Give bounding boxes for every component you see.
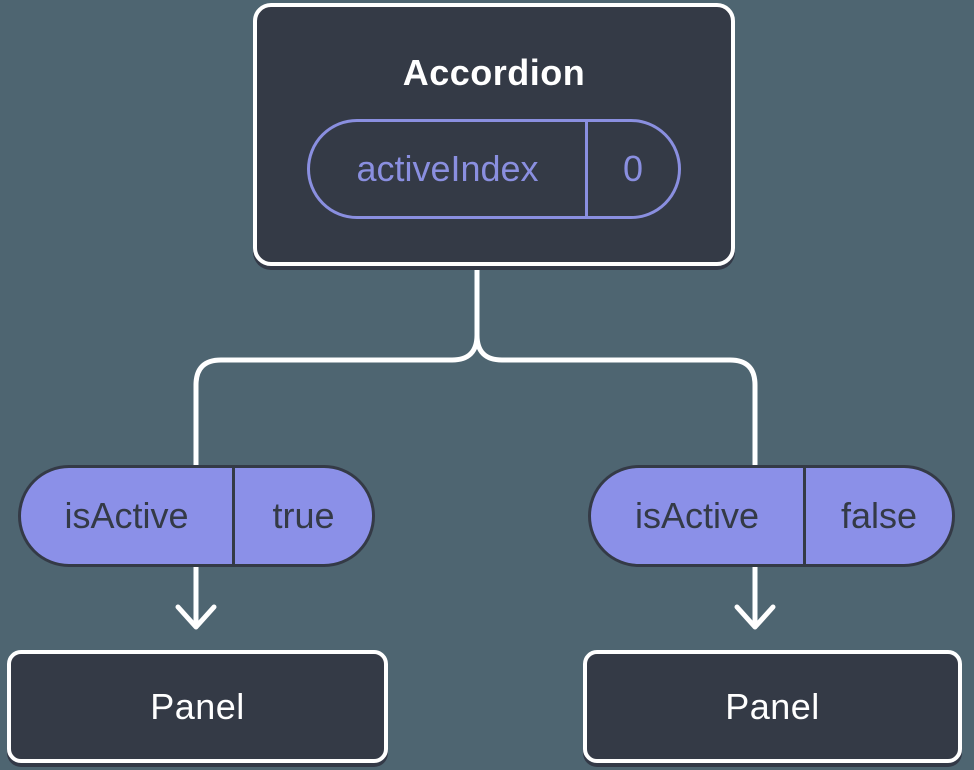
state-name: activeIndex — [310, 122, 588, 216]
prop-name: isActive — [591, 468, 806, 564]
prop-value: true — [272, 495, 335, 536]
prop-value: false — [840, 495, 918, 536]
prop-pill-isactive-true: isActive true — [18, 465, 375, 567]
panel-node-title: Panel — [725, 685, 820, 727]
prop-name: isActive — [21, 468, 235, 564]
panel-node-right: Panel — [583, 650, 962, 763]
panel-node-title: Panel — [150, 685, 245, 727]
connector-right-branch — [474, 332, 758, 625]
state-value: 0 — [622, 148, 644, 189]
arrow-down-left-icon — [175, 604, 217, 630]
panel-node-left: Panel — [7, 650, 388, 763]
accordion-node: Accordion activeIndex 0 — [253, 3, 735, 266]
accordion-node-title: Accordion — [402, 52, 586, 93]
connector-left-branch — [193, 263, 480, 625]
arrow-down-right-icon — [734, 604, 776, 630]
prop-pill-isactive-false: isActive false — [588, 465, 955, 567]
state-pill: activeIndex 0 — [307, 119, 681, 219]
